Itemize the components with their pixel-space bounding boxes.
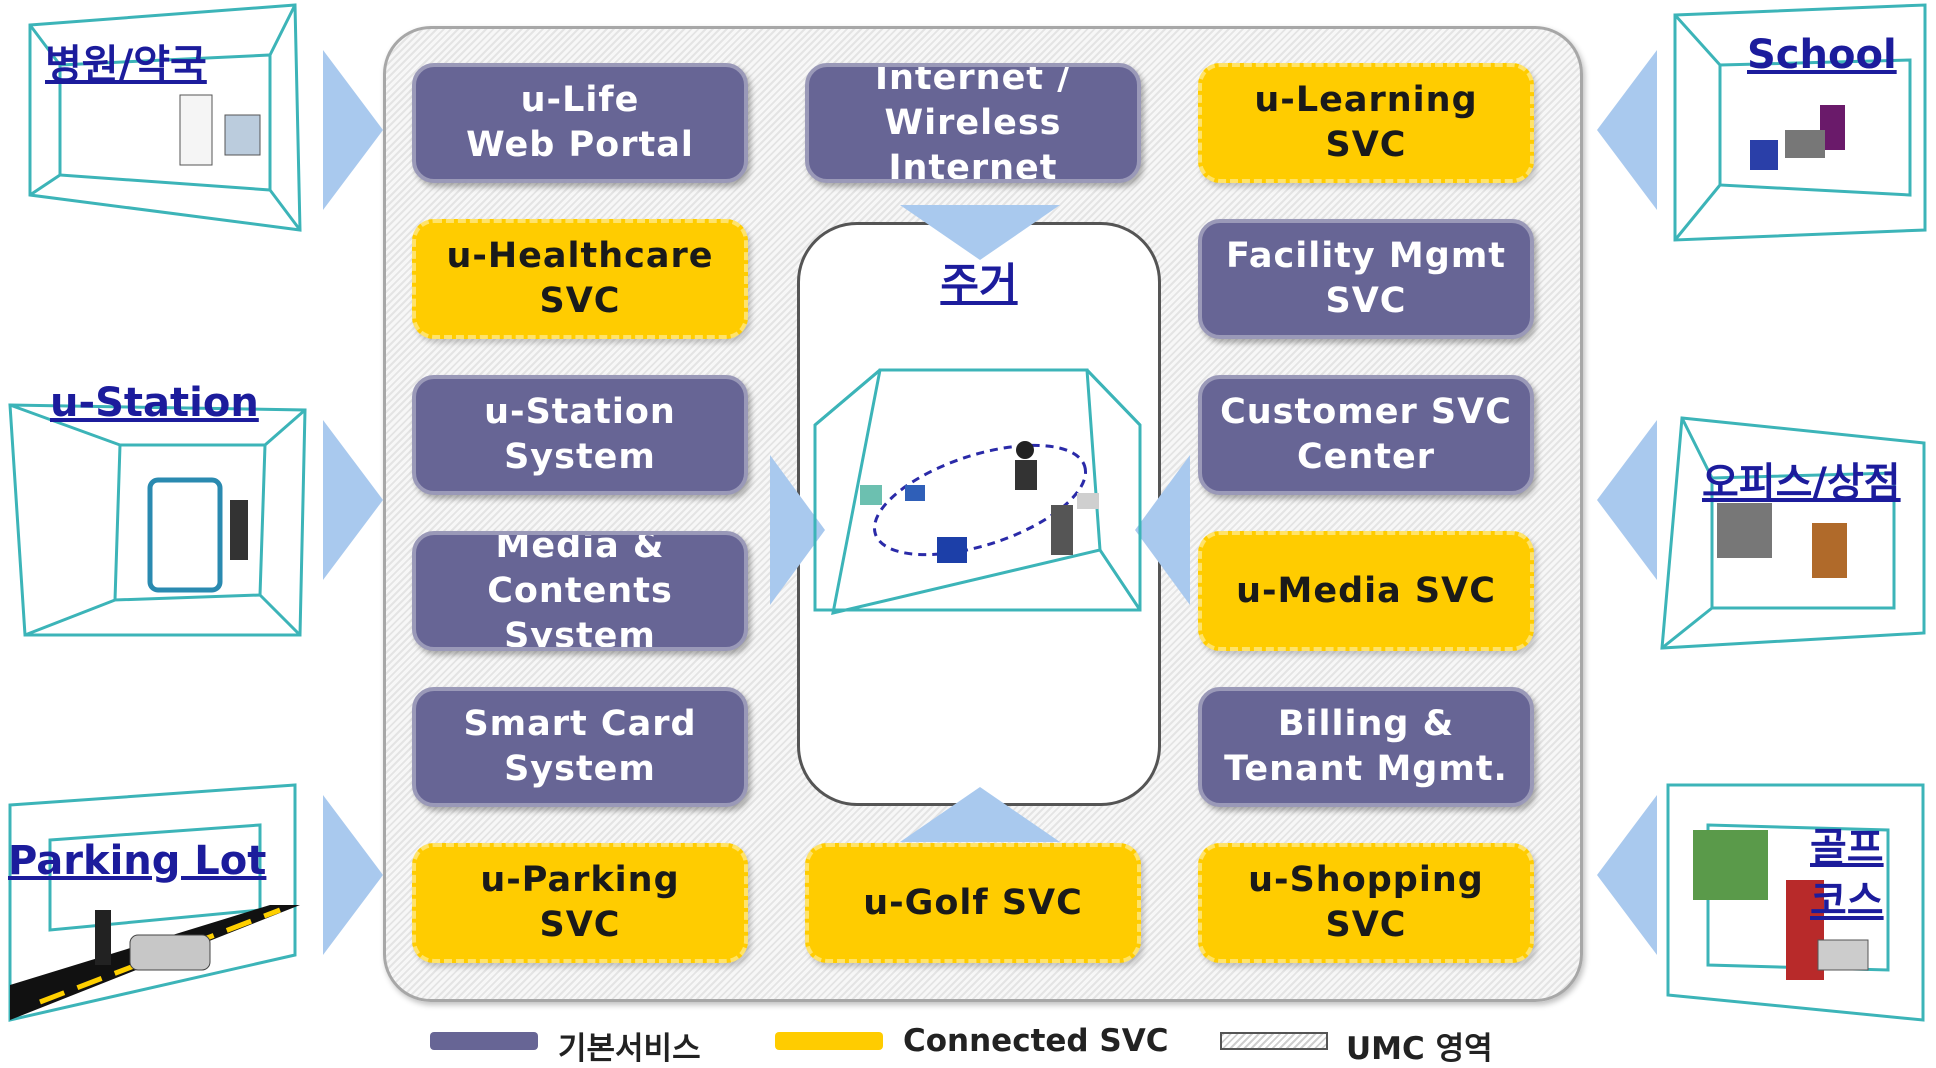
service-label-line: u-Parking (480, 860, 680, 900)
service-label-line: Billing & (1277, 704, 1455, 744)
location-label-school[interactable]: School (1747, 32, 1897, 78)
service-label-line: Customer SVC (1220, 392, 1512, 432)
service-label: u-Golf SVC (863, 881, 1083, 926)
service-label-line: SVC (1325, 905, 1407, 945)
legend-label-connected: Connected SVC (903, 1023, 1169, 1059)
service-label-line: Contents (487, 570, 673, 611)
service-u-media[interactable]: u-Media SVC (1198, 531, 1534, 651)
service-label-line: System (504, 749, 656, 789)
service-label-line: SVC (539, 905, 621, 945)
service-label-line: u-Life (520, 80, 640, 120)
service-label-line: u-Healthcare (446, 236, 714, 276)
service-label-line: Web Portal (466, 125, 694, 165)
location-label-office[interactable]: 오피스/상점 (1702, 460, 1901, 506)
arrow-into-residence-top (900, 205, 1060, 260)
parking-room (8, 783, 300, 1022)
legend-swatch-umc (1220, 1032, 1328, 1050)
arrow-into-residence-right (1135, 455, 1190, 605)
hospital-room (28, 3, 302, 232)
legend-label-umc: UMC 영역 (1346, 1031, 1493, 1067)
location-label-parking[interactable]: Parking Lot (8, 838, 267, 884)
service-label-line: Tenant Mgmt. (1224, 749, 1508, 789)
residence-title[interactable]: 주거 (940, 259, 1018, 308)
service-label: Customer SVC Center (1220, 390, 1512, 480)
location-label-golf-line2[interactable]: 코스 (1810, 878, 1884, 924)
service-label-line: System (504, 437, 656, 477)
service-label-line: Wireless Internet (884, 102, 1062, 183)
service-label-line: Smart Card (463, 704, 697, 744)
service-label-line: u-Shopping (1248, 860, 1484, 900)
service-label-line: u-Golf SVC (863, 882, 1083, 923)
service-customer-svc-center[interactable]: Customer SVC Center (1198, 375, 1534, 495)
arrow-right-2 (1597, 420, 1657, 580)
legend-swatch-basic (430, 1032, 538, 1050)
service-label: Billing & Tenant Mgmt. (1224, 702, 1508, 792)
service-label-line: Media & (495, 531, 665, 566)
arrow-left-2 (323, 420, 383, 580)
service-label: u-Media SVC (1236, 569, 1496, 614)
service-label-line: System (504, 615, 656, 651)
service-label-line: Facility Mgmt (1225, 236, 1507, 276)
station-room (8, 403, 307, 637)
service-u-golf[interactable]: u-Golf SVC (805, 843, 1141, 963)
service-label-line: u-Media SVC (1236, 570, 1496, 611)
service-label-line: SVC (1325, 125, 1407, 165)
legend-label-basic: 기본서비스 (558, 1031, 701, 1067)
location-label-station[interactable]: u-Station (50, 380, 259, 426)
service-label: Internet / Wireless Internet (819, 63, 1127, 183)
residence-panel (797, 222, 1161, 806)
location-label-hospital[interactable]: 병원/약국 (45, 42, 207, 88)
school-room (1673, 3, 1927, 242)
arrow-left-1 (323, 50, 383, 210)
arrow-right-3 (1597, 795, 1657, 955)
service-label-line: u-Station (484, 392, 676, 432)
arrow-into-residence-bottom (900, 787, 1060, 842)
residence-room-illustration (813, 368, 1142, 615)
golf-room (1666, 783, 1925, 1022)
service-label-line: u-Learning (1254, 80, 1478, 120)
location-label-golf-line1[interactable]: 골프 (1810, 825, 1884, 871)
arrow-into-residence-left (770, 455, 825, 605)
service-internet-wireless[interactable]: Internet / Wireless Internet (805, 63, 1141, 183)
service-label-line: Center (1296, 437, 1436, 477)
service-label-line: SVC (539, 281, 621, 321)
arrow-left-3 (323, 795, 383, 955)
legend-swatch-connected (775, 1032, 883, 1050)
service-label-line: SVC (1325, 281, 1407, 321)
service-billing-tenant[interactable]: Billing & Tenant Mgmt. (1198, 687, 1534, 807)
service-label-line: Internet / (874, 63, 1072, 98)
arrow-right-1 (1597, 50, 1657, 210)
office-room (1660, 416, 1926, 650)
